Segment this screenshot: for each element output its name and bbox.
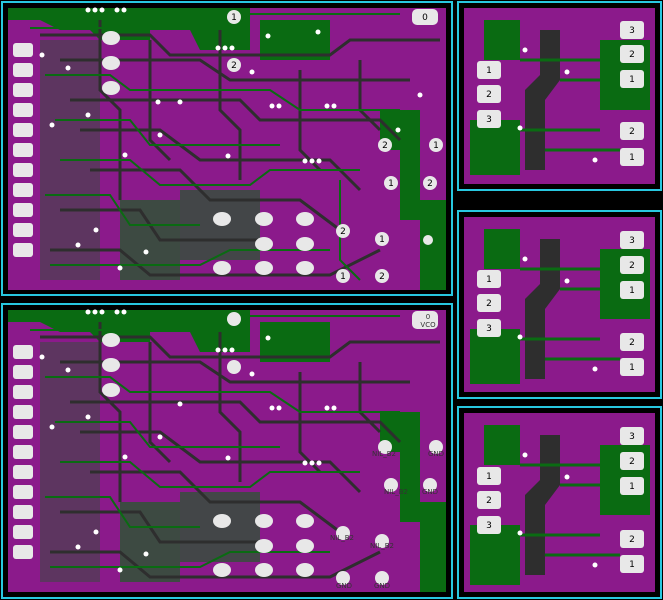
net-label: NIL_B2 (384, 488, 408, 496)
small-board-3: 1 2 3 3 2 1 2 1 (457, 406, 662, 599)
pad-number: 3 (629, 432, 635, 442)
pad-number: 2 (231, 61, 237, 71)
pad-number: 3 (486, 115, 492, 125)
green-traces (30, 315, 400, 568)
pad-number: 3 (486, 324, 492, 334)
small-board-2: 1 2 3 3 2 1 2 1 (457, 210, 662, 399)
small-board-1: 1 2 3 3 2 1 2 1 (457, 1, 662, 191)
pad-number: 1 (629, 363, 635, 373)
pad-number: 1 (486, 275, 492, 285)
pad-number: 2 (382, 141, 388, 151)
pad-number: 3 (629, 26, 635, 36)
pad-number: 1 (486, 66, 492, 76)
left-connector (13, 43, 33, 257)
net-label: NIL_B2 (330, 534, 354, 542)
corner-sublabel: VCO (420, 321, 436, 329)
pad-number: 2 (629, 338, 635, 348)
bottom-board: NIL_B2 GND NIL_B2 GND NIL_B2 NIL_B2 GND … (1, 303, 453, 599)
pad-number: 1 (629, 153, 635, 163)
net-label: NIL_B2 (370, 542, 394, 550)
corner-label: 0 (426, 313, 430, 321)
pad-number: 1 (629, 75, 635, 85)
pad-number: 2 (486, 496, 492, 506)
top-board: 1 2 2 1 2 1 2 1 2 1 0 (1, 1, 453, 296)
corner-pad (412, 311, 438, 329)
pad-number: 1 (388, 179, 394, 189)
oval-pads (102, 333, 314, 577)
pad-number: 2 (379, 272, 385, 282)
pad-number: 2 (427, 179, 433, 189)
pad-number: 2 (340, 227, 346, 237)
pad-number: 1 (433, 141, 439, 151)
net-label: GND (422, 488, 438, 496)
pad-number: 1 (379, 235, 385, 245)
numbered-pads: 1 2 2 1 2 1 2 1 2 1 (227, 10, 443, 283)
pad-number: 3 (629, 236, 635, 246)
pad-number: 1 (231, 13, 237, 23)
pad-number: 1 (629, 482, 635, 492)
oval-pads (102, 31, 314, 275)
traces (40, 322, 440, 579)
pad-number: 2 (629, 127, 635, 137)
net-label: GND (428, 450, 444, 458)
vias (39, 309, 337, 573)
corner-pad (412, 9, 438, 25)
pad-number: 1 (340, 272, 346, 282)
round-pads (227, 312, 443, 585)
pad-number: 1 (486, 472, 492, 482)
pad-number: 1 (629, 560, 635, 570)
vias (39, 7, 423, 271)
green-traces (30, 13, 400, 281)
corner-label: 0 (422, 13, 428, 23)
pad-number: 1 (629, 286, 635, 296)
pad-number: 2 (629, 261, 635, 271)
net-label: GND (374, 582, 390, 590)
net-label: GND (336, 582, 352, 590)
net-label: NIL_B2 (372, 450, 396, 458)
pad-number: 2 (486, 90, 492, 100)
net-labels: NIL_B2 GND NIL_B2 GND NIL_B2 NIL_B2 GND … (330, 450, 444, 590)
pad-number: 2 (629, 457, 635, 467)
left-connector (13, 345, 33, 559)
pad-number: 2 (486, 299, 492, 309)
pad-number: 2 (629, 50, 635, 60)
pad-number: 3 (486, 521, 492, 531)
pad-number: 2 (629, 535, 635, 545)
